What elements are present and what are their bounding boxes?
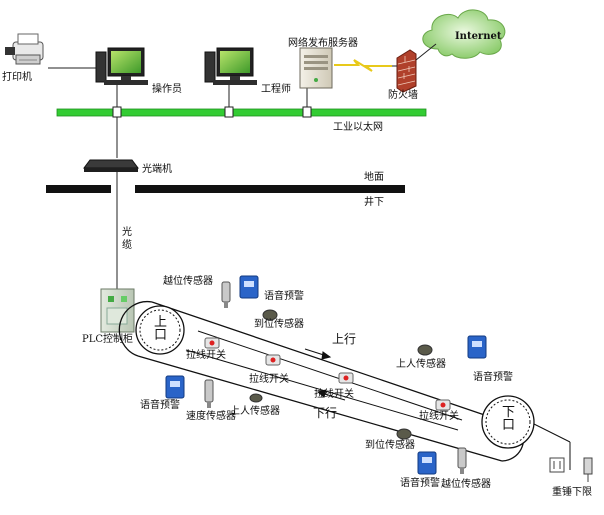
position-bottom-label: 到位传感器 [365,440,415,451]
operator-pc-icon [95,47,148,85]
underground-label: 井下 [364,197,384,208]
speed-sensor-icon [204,379,214,408]
pull-switch-1-icon [204,337,220,349]
up-direction-label: 上行 [332,332,357,346]
printer-label: 打印机 [2,72,32,83]
tail-pulley-label: 下口 [502,405,516,433]
voice-alarm-right-icon [467,335,487,359]
cable-label: 光缆 [122,227,132,251]
person-sensor-right-label: 上人传感器 [396,359,446,370]
voice-alarm-right-label: 语音预警 [473,372,513,383]
speed-sensor-label: 速度传感器 [186,411,236,422]
optical-switch-label: 光端机 [142,164,172,175]
overtravel-sensor-bottom-icon [457,447,467,474]
position-top-label: 到位传感器 [254,319,304,330]
tail-pulley [481,395,535,449]
bus-nodes [112,106,312,118]
server-icon [299,47,333,89]
head-pulley [135,305,185,355]
web-server-label: 网络发布服务器 [288,38,358,49]
ground-label: 地面 [364,172,384,183]
person-sensor-left-icon [249,393,263,403]
voice-alarm-left-icon [165,375,185,399]
overtravel-bottom-label: 越位传感器 [441,479,491,490]
pull-switch-3-icon [338,372,354,384]
pull-switch-2-label: 拉线开关 [249,374,289,385]
internet-label: Internet [455,31,502,42]
direction-arrows [304,348,346,401]
overtravel-top-label: 越位传感器 [163,276,213,287]
optical-switch-icon [83,159,139,172]
voice-alarm-bottom-icon [417,451,437,475]
position-sensor-top-icon [262,309,278,321]
voice-alarm-bottom-label: 语音预警 [400,478,440,489]
ethernet-label: 工业以太网 [333,122,383,133]
voice-alarm-top-label: 语音预警 [264,291,304,302]
head-pulley-label: 上口 [154,315,168,343]
printer-icon [5,33,44,65]
tension-weight-label: 重锤下限 [552,487,592,498]
plc-label: PLC控制柜 [82,334,134,345]
wan-link [334,59,392,72]
engineer-label: 工程师 [261,84,291,95]
firewall-label: 防火墙 [388,90,418,101]
pull-switch-2-icon [265,354,281,366]
overtravel-sensor-top-icon [221,281,231,308]
firewall-icon [392,43,437,93]
pull-switch-4-icon [435,399,451,411]
voice-alarm-top-icon [239,275,259,299]
person-sensor-left-label: 上人传感器 [230,406,280,417]
pull-switch-1-label: 拉线开关 [186,350,226,361]
voice-alarm-left-label: 语音预警 [140,400,180,411]
ethernet-bus [56,108,427,117]
tension-weight [533,423,593,482]
down-direction-label: 下行 [313,406,338,420]
pull-switch-3-label: 拉线开关 [314,389,354,400]
plc-cabinet-icon [100,288,135,333]
person-sensor-right-icon [417,344,433,356]
network-links [48,67,308,294]
engineer-pc-icon [204,47,257,85]
position-sensor-bottom-icon [396,428,412,440]
operator-label: 操作员 [152,84,182,95]
internet-cloud-icon [422,9,506,59]
conveyor-belt [118,300,525,462]
ground-bar [46,185,405,193]
pull-switch-4-label: 拉线开关 [419,411,459,422]
